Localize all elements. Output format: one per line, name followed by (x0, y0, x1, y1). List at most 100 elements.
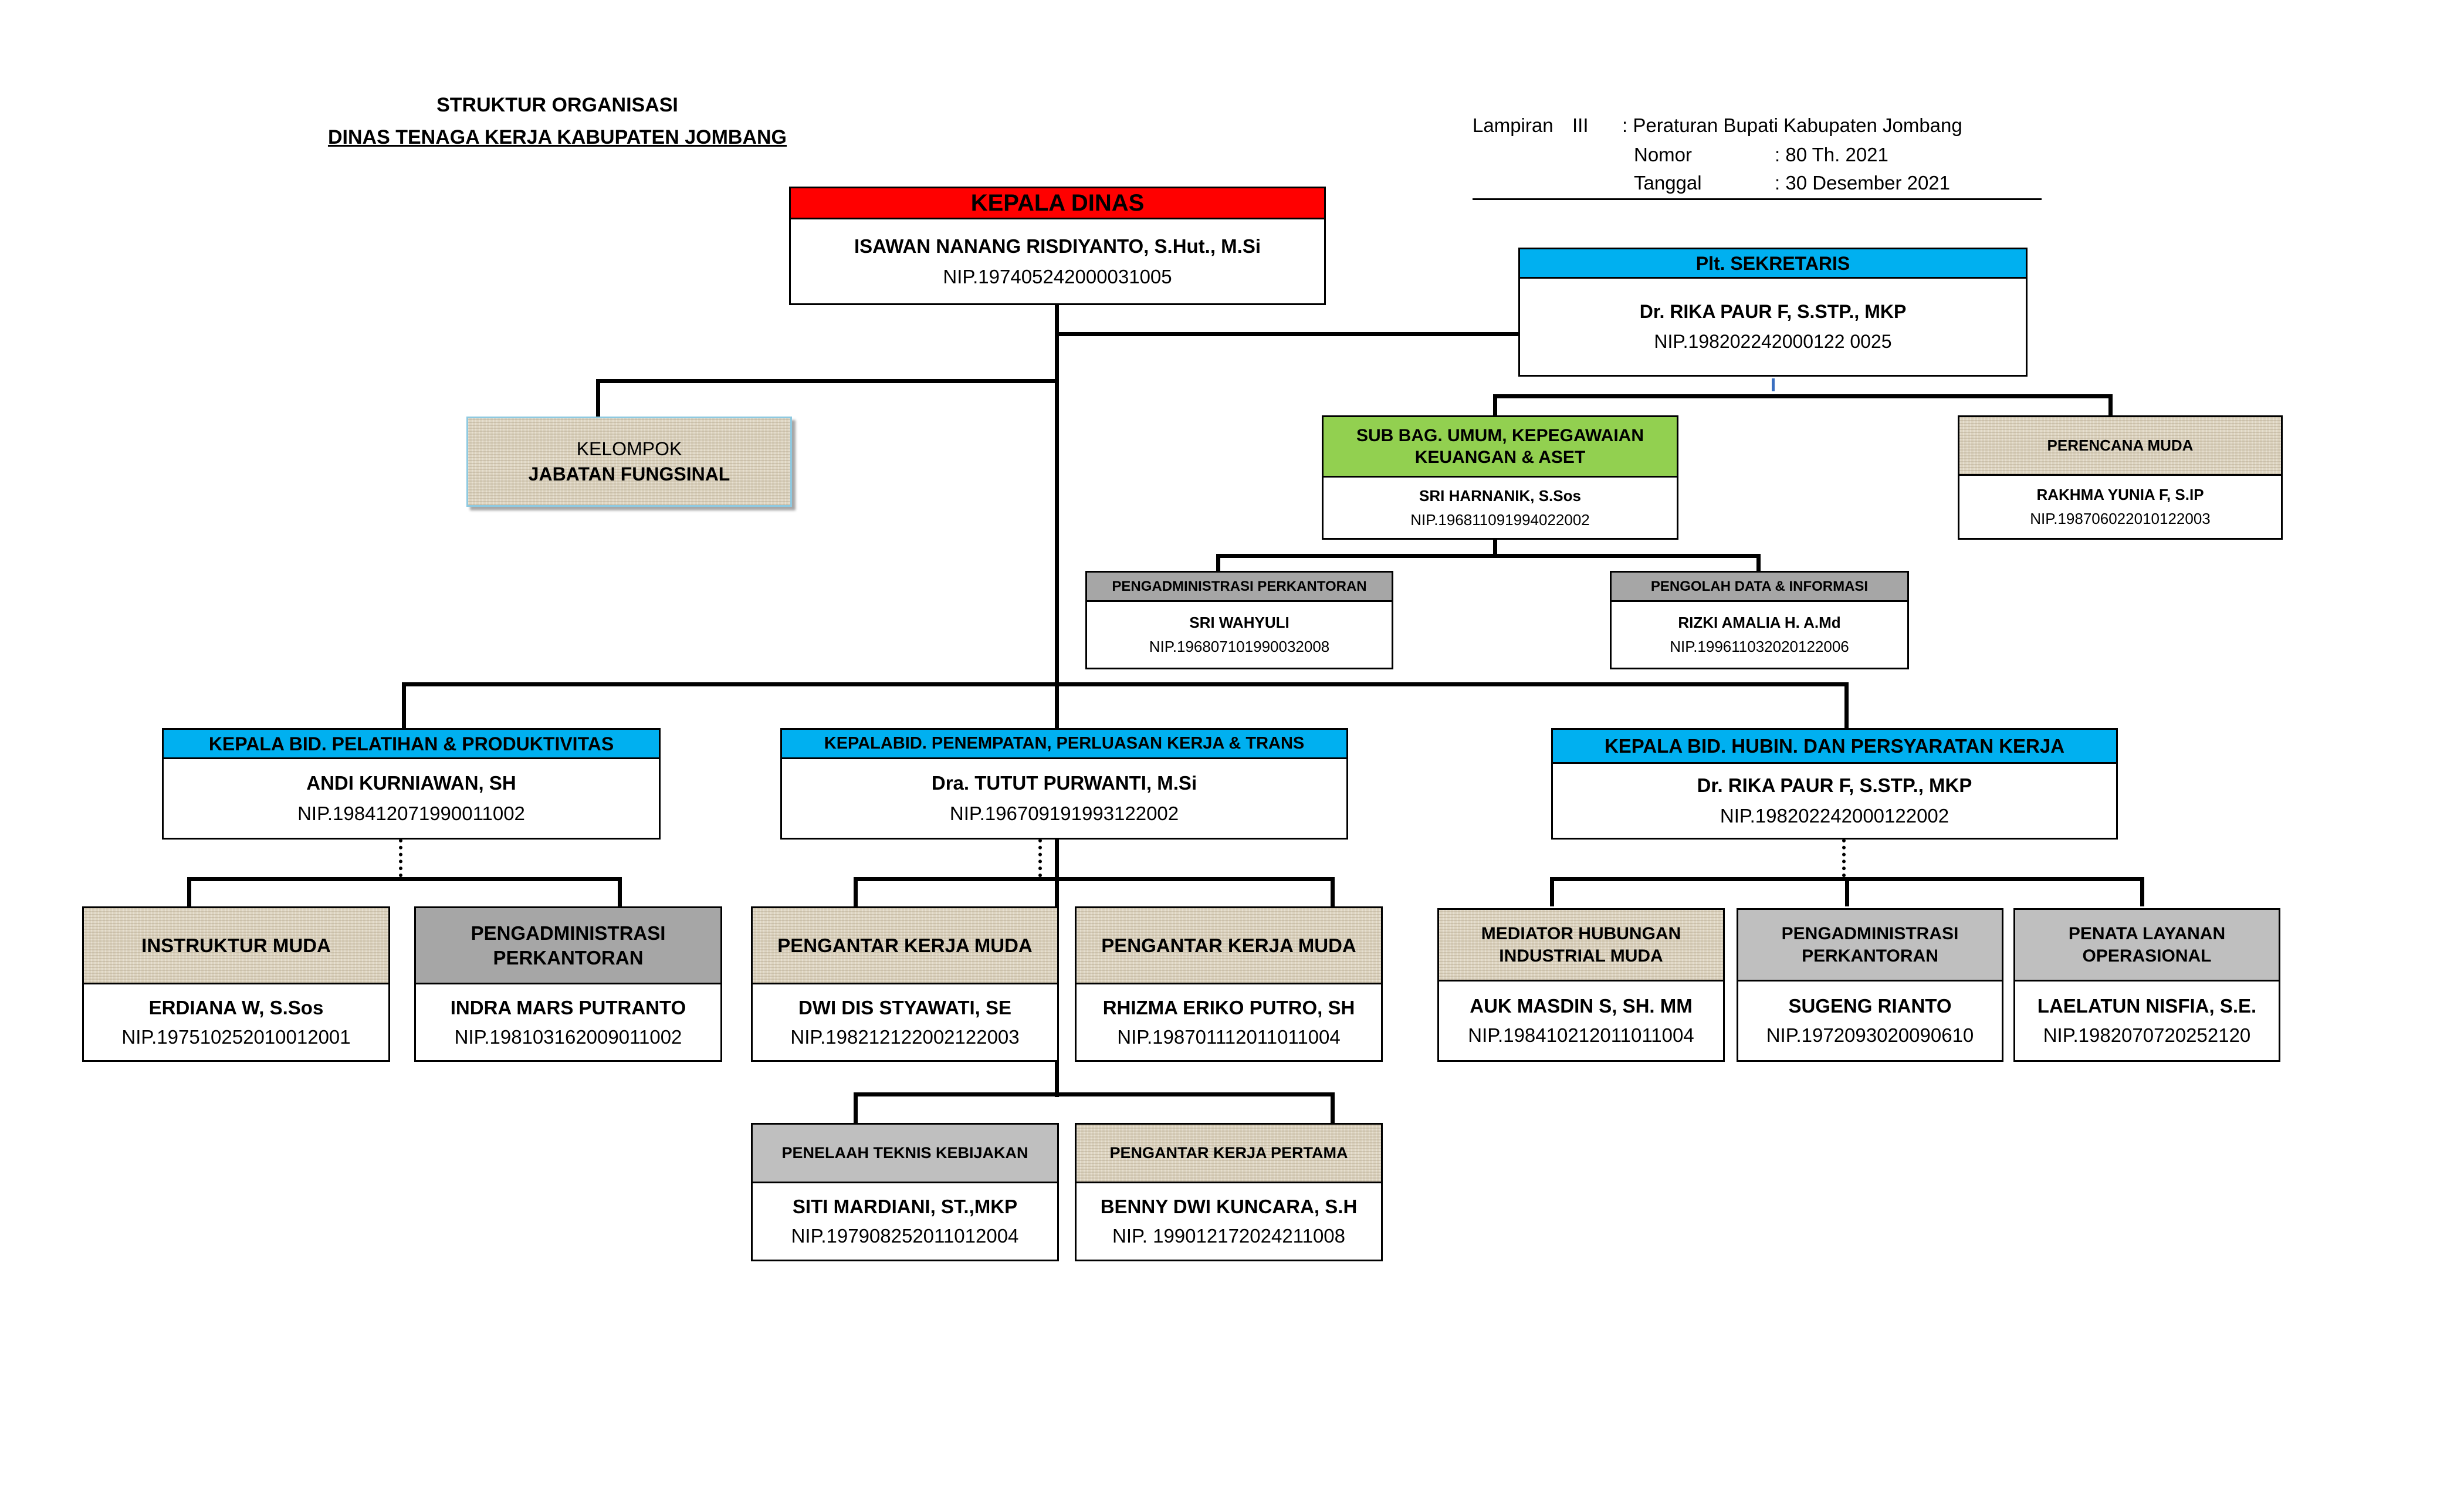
dotted-bid2 (1038, 839, 1042, 877)
bid2-name: Dra. TUTUT PURWANTI, M.Si (931, 772, 1197, 794)
bid1-nip: NIP.198412071990011002 (297, 803, 525, 824)
b3a-name: AUK MASDIN S, SH. MM (1470, 995, 1693, 1017)
b3b-box: PENGADMINISTRASI PERKANTORAN SUGENG RIAN… (1737, 908, 2003, 1062)
jabatan-fungsional-box: KELOMPOK JABATAN FUNGSINAL (466, 417, 792, 507)
connector-fungsional-v (596, 379, 600, 417)
lampiran-no: III (1572, 114, 1589, 136)
bid3-box: KEPALA BID. HUBIN. DAN PERSYARATAN KERJA… (1551, 728, 2118, 840)
connector-fungsional-h (596, 379, 1058, 383)
bid2-box: KEPALABID. PENEMPATAN, PERLUASAN KERJA &… (780, 728, 1348, 840)
bid3-title: KEPALA BID. HUBIN. DAN PERSYARATAN KERJA (1553, 730, 2116, 764)
sekretaris-title: Plt. SEKRETARIS (1520, 249, 2026, 279)
b2b-nip: NIP.198701112011011004 (1117, 1025, 1341, 1048)
b3a-box: MEDIATOR HUBUNGAN INDUSTRIAL MUDA AUK MA… (1437, 908, 1725, 1062)
b2a-title: PENGANTAR KERJA MUDA (753, 908, 1057, 984)
bid3-name: Dr. RIKA PAUR F, S.STP., MKP (1697, 774, 1972, 796)
pengadm-sek-box: PENGADMINISTRASI PERKANTORAN SRI WAHYULI… (1085, 571, 1393, 669)
connector-bid2-h (854, 877, 1335, 881)
connector-b3b-v (1845, 877, 1849, 906)
b2d-box: PENGANTAR KERJA PERTAMA BENNY DWI KUNCAR… (1075, 1123, 1383, 1261)
connector-b2c-v (854, 1092, 858, 1123)
fungsional-line2: JABATAN FUNGSINAL (528, 463, 730, 485)
connector-perencana-v (2108, 394, 2113, 415)
connector-b2a-v (854, 877, 858, 906)
b3b-name: SUGENG RIANTO (1788, 995, 1952, 1017)
connector-bid2-h2 (854, 1092, 1335, 1096)
b2b-title: PENGANTAR KERJA MUDA (1077, 908, 1381, 984)
b2c-box: PENELAAH TEKNIS KEBIJAKAN SITI MARDIANI,… (751, 1123, 1059, 1261)
connector-b1b-v (618, 877, 622, 906)
chart-title: STRUKTUR ORGANISASI (436, 94, 678, 116)
kepala-dinas-box: KEPALA DINAS ISAWAN NANANG RISDIYANTO, S… (789, 187, 1326, 305)
tanggal-value: : 30 Desember 2021 (1775, 172, 1951, 194)
connector-stub (1772, 378, 1775, 391)
b3c-title: PENATA LAYANAN OPERASIONAL (2015, 910, 2279, 981)
b2d-name: BENNY DWI KUNCARA, S.H (1100, 1196, 1358, 1217)
bid1-name: ANDI KURNIAWAN, SH (306, 772, 516, 794)
connector-bidang-h (402, 682, 1849, 686)
b2a-nip: NIP.198212122002122003 (790, 1025, 1020, 1048)
bid1-box: KEPALA BID. PELATIHAN & PRODUKTIVITAS AN… (162, 728, 661, 840)
connector-bid1-h (187, 877, 622, 881)
trunk-line (1055, 305, 1059, 1097)
b2a-box: PENGANTAR KERJA MUDA DWI DIS STYAWATI, S… (751, 906, 1059, 1062)
lampiran-value: : Peraturan Bupati Kabupaten Jombang (1622, 114, 1962, 136)
b2d-nip: NIP. 199012172024211008 (1112, 1225, 1345, 1247)
dotted-bid3 (1842, 839, 1846, 877)
connector-sek-h (1493, 394, 2113, 398)
bid3-nip: NIP.198202242000122002 (1720, 805, 1949, 827)
b3b-nip: NIP.1972093020090610 (1766, 1024, 1974, 1046)
lampiran-label: Lampiran (1473, 114, 1553, 136)
connector-bid3-v (1844, 682, 1849, 728)
pengolah-box: PENGOLAH DATA & INFORMASI RIZKI AMALIA H… (1610, 571, 1909, 669)
b3a-title: MEDIATOR HUBUNGAN INDUSTRIAL MUDA (1439, 910, 1723, 981)
connector-b1a-v (187, 877, 191, 906)
b2c-title: PENELAAH TEKNIS KEBIJAKAN (753, 1125, 1057, 1183)
subbag-title: SUB BAG. UMUM, KEPEGAWAIAN KEUANGAN & AS… (1324, 417, 1677, 478)
nomor-value: : 80 Th. 2021 (1775, 144, 1888, 165)
subbag-nip: NIP.196811091994022002 (1410, 510, 1590, 529)
perencana-title: PERENCANA MUDA (1959, 417, 2281, 476)
b1a-title: INSTRUKTUR MUDA (84, 908, 388, 984)
connector-b2b-v (1331, 877, 1335, 906)
connector-subbag-h (1216, 554, 1761, 558)
kepala-dinas-name: ISAWAN NANANG RISDIYANTO, S.Hut., M.Si (854, 235, 1261, 257)
b2b-name: RHIZMA ERIKO PUTRO, SH (1102, 996, 1355, 1018)
connector-b3c-v (2140, 877, 2144, 906)
lampiran-underline (1473, 198, 2042, 200)
b1a-nip: NIP.197510252010012001 (121, 1025, 351, 1048)
b3b-title: PENGADMINISTRASI PERKANTORAN (1738, 910, 2002, 981)
bid2-nip: NIP.196709191993122002 (949, 803, 1179, 824)
b1b-box: PENGADMINISTRASI PERKANTORAN INDRA MARS … (414, 906, 722, 1062)
pengadm-sek-title: PENGADMINISTRASI PERKANTORAN (1087, 573, 1392, 602)
b2d-title: PENGANTAR KERJA PERTAMA (1077, 1125, 1381, 1183)
bid1-title: KEPALA BID. PELATIHAN & PRODUKTIVITAS (164, 730, 659, 759)
dotted-bid1 (399, 839, 402, 877)
subbag-box: SUB BAG. UMUM, KEPEGAWAIAN KEUANGAN & AS… (1322, 415, 1678, 540)
fungsional-line1: KELOMPOK (576, 438, 682, 459)
b2c-nip: NIP.197908252011012004 (791, 1225, 1019, 1247)
perencana-name: RAKHMA YUNIA F, S.IP (2036, 486, 2204, 503)
sekretaris-box: Plt. SEKRETARIS Dr. RIKA PAUR F, S.STP.,… (1518, 248, 2028, 377)
pengadm-sek-nip: NIP.196807101990032008 (1149, 638, 1330, 655)
b2c-name: SITI MARDIANI, ST.,MKP (792, 1196, 1018, 1217)
b1a-name: ERDIANA W, S.Sos (148, 996, 324, 1018)
b2a-name: DWI DIS STYAWATI, SE (798, 996, 1012, 1018)
connector-pengadm-v (1216, 554, 1220, 571)
b3c-name: LAELATUN NISFIA, S.E. (2037, 995, 2257, 1017)
subbag-name: SRI HARNANIK, S.Sos (1419, 486, 1581, 505)
sekretaris-name: Dr. RIKA PAUR F, S.STP., MKP (1639, 301, 1907, 322)
bid2-title: KEPALABID. PENEMPATAN, PERLUASAN KERJA &… (782, 730, 1346, 759)
b1a-box: INSTRUKTUR MUDA ERDIANA W, S.Sos NIP.197… (82, 906, 390, 1062)
sekretaris-nip: NIP.198202242000122 0025 (1654, 331, 1892, 352)
b3c-box: PENATA LAYANAN OPERASIONAL LAELATUN NISF… (2013, 908, 2280, 1062)
connector-b2d-v (1331, 1092, 1335, 1123)
pengolah-title: PENGOLAH DATA & INFORMASI (1612, 573, 1907, 602)
kepala-dinas-nip: NIP.197405242000031005 (943, 265, 1172, 287)
b2b-box: PENGANTAR KERJA MUDA RHIZMA ERIKO PUTRO,… (1075, 906, 1383, 1062)
b1b-name: INDRA MARS PUTRANTO (450, 996, 686, 1018)
nomor-label: Nomor (1634, 144, 1693, 165)
pengolah-nip: NIP.199611032020122006 (1670, 638, 1849, 655)
tanggal-label: Tanggal (1634, 172, 1702, 194)
kepala-dinas-title: KEPALA DINAS (791, 188, 1324, 219)
